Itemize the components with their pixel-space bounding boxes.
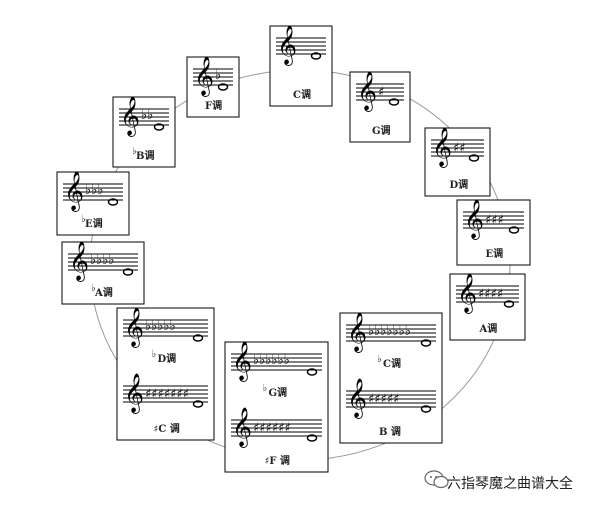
watermark-text: 六指琴魔之曲谱大全 — [447, 475, 573, 492]
key-card-frame — [339, 312, 443, 444]
treble-clef-icon: 𝄞 — [357, 71, 377, 112]
key-signature: ♭♭♭♭♭♭♭ — [368, 324, 411, 339]
treble-clef-icon: 𝄞 — [124, 373, 144, 414]
key-card-frame — [424, 127, 491, 197]
key-signature: ♯♯♯♯♯♯♯ — [145, 387, 189, 402]
key-label: E调 — [85, 217, 103, 230]
key-card-frame — [116, 307, 215, 441]
key-card: 𝄞♯ G调 — [349, 71, 411, 143]
key-label: C调 — [383, 357, 401, 370]
key-label: F调 — [205, 99, 222, 112]
key-label: G调 — [269, 386, 288, 399]
treble-clef-icon: 𝄞 — [457, 273, 477, 314]
key-card: 𝄞♭ F调 — [186, 56, 240, 118]
flat-prefix: ♭ — [377, 354, 382, 365]
key-signature: ♭♭♭♭♭ — [145, 319, 176, 334]
treble-clef-icon: 𝄞 — [232, 407, 252, 448]
whole-note — [420, 339, 432, 347]
treble-clef-icon: 𝄞 — [120, 96, 140, 137]
key-card: 𝄞♭♭♭♭♭♭♭G调𝄞♯♯♯♯♯♯♯F 调 — [224, 341, 329, 473]
key-label: E调 — [486, 247, 504, 260]
key-label: A调 — [479, 322, 498, 335]
key-card: 𝄞 C调 — [269, 25, 333, 107]
key-label: G调 — [372, 124, 391, 137]
whole-note — [310, 52, 322, 60]
key-label: A调 — [94, 286, 113, 299]
key-signature: ♯♯♯♯♯ — [368, 392, 399, 407]
whole-note — [503, 300, 515, 308]
key-signature: ♭♭♭ — [85, 183, 103, 198]
key-card-frame — [449, 273, 526, 341]
key-card-frame — [224, 341, 329, 473]
key-signature: ♯♯♯♯♯♯ — [253, 421, 291, 436]
enharmonic-key-label: ♯C 调 — [154, 422, 180, 435]
key-signature: ♯ — [378, 85, 384, 100]
key-label: D调 — [450, 178, 469, 191]
treble-clef-icon: 𝄞 — [232, 341, 252, 382]
enharmonic-key-label: B 调 — [379, 425, 401, 438]
whole-note — [122, 268, 134, 276]
treble-clef-icon: 𝄞 — [194, 56, 214, 97]
treble-clef-icon: 𝄞 — [277, 25, 297, 66]
key-signature: ♭♭♭♭♭♭ — [253, 353, 290, 368]
key-signature: ♯♯ — [453, 141, 466, 156]
treble-clef-icon: 𝄞 — [69, 241, 89, 282]
key-card: 𝄞♯♯♯♯ A调 — [449, 273, 526, 341]
flat-prefix: ♭ — [91, 283, 96, 294]
key-card: 𝄞♭♭♭♭♭A调 — [61, 241, 145, 305]
key-signature: ♭♭♭♭ — [90, 253, 115, 268]
whole-note — [153, 123, 165, 131]
wechat-icon — [424, 470, 449, 489]
whole-note — [388, 98, 400, 106]
whole-note — [508, 226, 520, 234]
whole-note — [192, 400, 204, 408]
key-label: D调 — [158, 352, 177, 365]
flat-prefix: ♭ — [263, 383, 268, 394]
treble-clef-icon: 𝄞 — [432, 127, 452, 168]
key-signature: ♯♯♯♯ — [478, 287, 503, 302]
key-label: B调 — [136, 149, 154, 162]
key-card: 𝄞♯♯♯ E调 — [456, 199, 531, 266]
key-card: 𝄞♭♭♭B调 — [112, 96, 176, 168]
treble-clef-icon: 𝄞 — [124, 307, 144, 348]
whole-note — [107, 198, 119, 206]
flat-prefix: ♭ — [132, 146, 137, 157]
flat-prefix: ♭ — [81, 214, 86, 225]
treble-clef-icon: 𝄞 — [64, 171, 84, 212]
whole-note — [306, 434, 318, 442]
key-card-frame — [186, 56, 240, 118]
flat-prefix: ♭ — [152, 349, 157, 360]
key-label: C调 — [293, 88, 311, 101]
key-signature: ♭ — [215, 68, 221, 83]
key-card: 𝄞♯♯ D调 — [424, 127, 491, 197]
key-card-frame — [61, 241, 145, 305]
watermark: 六指琴魔之曲谱大全 — [424, 470, 573, 492]
treble-clef-icon: 𝄞 — [464, 199, 484, 240]
key-card-frame — [269, 25, 333, 107]
treble-clef-icon: 𝄞 — [347, 312, 367, 353]
key-card: 𝄞♭♭♭♭♭♭D调𝄞♯♯♯♯♯♯♯♯C 调 — [116, 307, 215, 441]
key-card: 𝄞♭♭♭♭E调 — [56, 171, 130, 236]
enharmonic-key-label: ♯F 调 — [265, 454, 290, 467]
key-signature: ♭♭ — [141, 108, 153, 123]
whole-note — [468, 154, 480, 162]
whole-note — [420, 405, 432, 413]
whole-note — [306, 368, 318, 376]
key-card: 𝄞♭♭♭♭♭♭♭♭C调𝄞♯♯♯♯♯B 调 — [339, 312, 443, 444]
whole-note — [192, 334, 204, 342]
key-signature: ♯♯♯ — [485, 213, 504, 228]
treble-clef-icon: 𝄞 — [347, 378, 367, 419]
whole-note — [217, 83, 229, 91]
